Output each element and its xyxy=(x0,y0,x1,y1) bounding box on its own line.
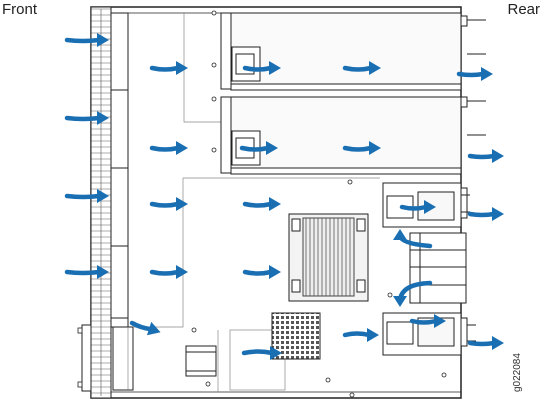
airflow-arrows xyxy=(64,33,504,360)
rear-module-lower xyxy=(382,312,476,356)
airflow-arrow xyxy=(409,314,446,328)
front-bezel xyxy=(77,6,112,399)
airflow-arrow xyxy=(467,207,504,221)
airflow-arrow xyxy=(64,189,109,203)
airflow-turn-arrow xyxy=(393,229,433,249)
small-component xyxy=(185,345,217,377)
airflow-arrow xyxy=(64,265,109,279)
airflow-arrow xyxy=(241,346,282,360)
airflow-arrow xyxy=(467,149,504,163)
airflow-arrow xyxy=(242,197,281,211)
airflow-arrow xyxy=(64,33,109,47)
airflow-arrow xyxy=(149,197,188,211)
power-supply-2 xyxy=(220,96,486,175)
airflow-arrow xyxy=(242,61,281,75)
airflow-arrow xyxy=(149,265,188,279)
airflow-arrow xyxy=(64,111,109,125)
cpu-heatsink xyxy=(288,213,369,302)
airflow-arrow xyxy=(456,67,493,81)
airflow-arrow xyxy=(129,320,161,336)
airflow-arrow xyxy=(399,200,436,214)
airflow-arrow xyxy=(149,141,188,155)
fan-module-stack xyxy=(110,12,134,391)
airflow-arrow xyxy=(239,141,278,155)
chip-array xyxy=(271,312,321,360)
airflow-arrow xyxy=(342,141,381,155)
airflow-arrow xyxy=(342,61,381,75)
rear-module-upper xyxy=(382,182,470,228)
airflow-arrow xyxy=(342,328,379,342)
rear-label: Rear xyxy=(507,1,540,18)
power-supply-1 xyxy=(220,12,486,91)
airflow-turn-arrow xyxy=(393,280,433,307)
airflow-arrow xyxy=(149,61,188,75)
airflow-arrow xyxy=(467,336,504,350)
front-label: Front xyxy=(2,1,38,18)
airflow-arrow xyxy=(242,265,281,279)
screws xyxy=(191,10,447,398)
